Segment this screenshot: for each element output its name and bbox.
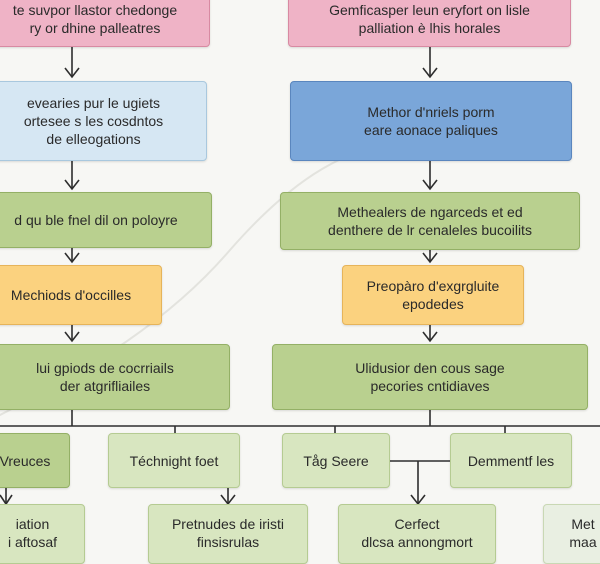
left-box-4-line-1: Mechiods d'occilles xyxy=(10,287,132,303)
left-box-4: Mechiods d'occilles xyxy=(0,265,162,325)
leaf-box-4: Met maa xyxy=(543,504,600,564)
leaf-1-line-1: iation xyxy=(15,516,50,532)
right-box-4: Preopàro d'exgrgluite epodedes xyxy=(342,265,524,325)
right-top-line-2: palliation è lhis horales xyxy=(358,19,501,36)
left-top-line-2: ry or dhine palleatres xyxy=(29,19,161,36)
bottom-item-2-label: Téchnight foet xyxy=(129,452,219,469)
bottom-item-3-label: Tåg Seere xyxy=(303,452,369,469)
left-box-5-line-1: lui gpiods de cocrriails xyxy=(36,360,174,376)
left-arrow-1 xyxy=(64,47,80,79)
bottom-item-4-label: Demmentf les xyxy=(467,452,555,469)
right-box-3: Methealers de ngarceds et ed denthere de… xyxy=(280,192,580,250)
left-top-box: te suvpor llastor chedonge ry or dhine p… xyxy=(0,0,210,47)
bottom-bus-connector xyxy=(0,410,600,433)
right-arrow-4 xyxy=(422,325,438,343)
right-box-2: Methor d'nriels porm eare aonace palique… xyxy=(290,81,572,161)
bottom-item-3: Tåg Seere xyxy=(282,433,390,488)
left-box-3-line-1: d qu ble fnel dil on poloyre xyxy=(14,212,178,228)
left-top-line-1: te suvpor llastor chedonge xyxy=(12,1,178,18)
leaf-3-line-1: Cerfect xyxy=(394,516,440,532)
bottom-item-2: Téchnight foet xyxy=(108,433,240,488)
leaf-2-line-2: finsisrulas xyxy=(196,534,260,550)
left-box-3: d qu ble fnel dil on poloyre xyxy=(0,192,212,248)
right-arrow-1 xyxy=(422,47,438,79)
leaf-2-line-1: Pretnudes de iristi xyxy=(171,516,285,532)
left-box-2-line-1: evearies pur le ugiets xyxy=(26,95,161,111)
left-box-5: lui gpiods de cocrriails der atgrifliail… xyxy=(0,344,230,410)
leaf-3-line-2: dlcsa annongmort xyxy=(361,534,473,550)
right-box-3-line-2: denthere de lr cenaleles bucoilits xyxy=(328,222,532,238)
leaf-box-3: Cerfect dlcsa annongmort xyxy=(338,504,496,564)
left-box-2: evearies pur le ugiets ortesee s les cos… xyxy=(0,81,207,161)
right-box-5-line-2: pecories cntidiaves xyxy=(370,378,490,394)
right-box-4-line-2: epodedes xyxy=(402,296,464,312)
leaf-arrow-2 xyxy=(220,488,236,506)
left-box-2-line-3: de elleogations xyxy=(46,131,141,147)
right-top-box: Gemficasper leun eryfort on lisle pallia… xyxy=(288,0,571,47)
left-arrow-4 xyxy=(64,325,80,343)
bottom-item-4: Demmentf les xyxy=(450,433,572,488)
bottom-item-1: Vreuces xyxy=(0,433,70,488)
leaf-arrow-1 xyxy=(0,488,13,506)
tag-to-dement-connector xyxy=(390,460,450,506)
right-box-2-line-1: Methor d'nriels porm xyxy=(367,104,495,120)
left-box-5-line-2: der atgrifliailes xyxy=(59,378,151,394)
leaf-4-line-2: maa xyxy=(569,534,597,550)
left-arrow-3 xyxy=(64,248,80,264)
right-box-4-line-1: Preopàro d'exgrgluite xyxy=(366,278,500,294)
right-top-line-1: Gemficasper leun eryfort on lisle xyxy=(329,1,530,18)
left-box-2-line-2: ortesee s les cosdntos xyxy=(23,113,164,129)
leaf-1-line-2: i aftosaf xyxy=(7,534,58,550)
left-arrow-2 xyxy=(64,161,80,191)
leaf-4-line-1: Met xyxy=(571,516,595,532)
right-arrow-3 xyxy=(422,250,438,264)
right-box-2-line-2: eare aonace paliques xyxy=(364,122,498,138)
leaf-box-1: iation i aftosaf xyxy=(0,504,85,564)
bottom-item-1-label: Vreuces xyxy=(0,452,51,469)
leaf-box-2: Pretnudes de iristi finsisrulas xyxy=(148,504,308,564)
right-box-3-line-1: Methealers de ngarceds et ed xyxy=(337,204,523,220)
right-box-5-line-1: Ulidusior den cous sage xyxy=(355,360,505,376)
right-box-5: Ulidusior den cous sage pecories cntidia… xyxy=(272,344,588,410)
right-arrow-2 xyxy=(422,161,438,191)
